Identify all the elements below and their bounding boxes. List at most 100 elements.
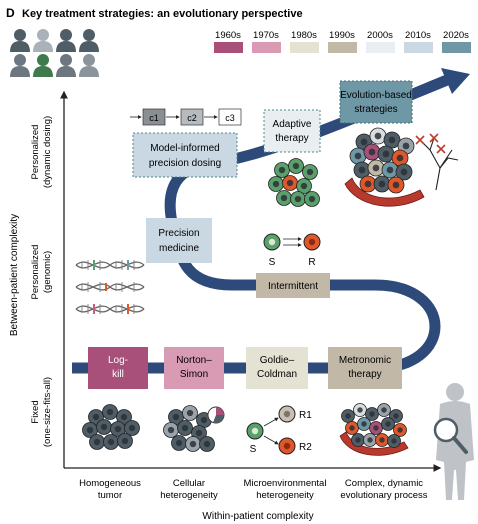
cell-nucleus (354, 152, 362, 160)
strategy-box (88, 347, 148, 389)
cell-nucleus (402, 142, 410, 150)
cell-nucleus (181, 424, 189, 432)
strategy-adaptive: Adaptive therapy (263, 109, 321, 153)
cell-nucleus (369, 411, 375, 417)
cell-nucleus (391, 438, 397, 444)
strategy-box (263, 109, 321, 153)
strategy-label: Precision (158, 228, 199, 239)
strategy-label: therapy (275, 133, 308, 144)
strategy-metronomic: Metronomic therapy (328, 347, 402, 389)
cell-nucleus (203, 440, 211, 448)
metronomic-tumor-cluster (339, 403, 409, 456)
cell-nucleus (367, 437, 373, 443)
strategy-box (246, 347, 308, 389)
cell-group (341, 403, 407, 448)
compartment-label: c1 (149, 113, 159, 123)
patient-magnifier-icon (433, 383, 474, 500)
cell-nucleus (368, 148, 376, 156)
legend-label: 1960s (215, 30, 241, 41)
cell-nucleus (92, 413, 100, 421)
patient-icon (10, 29, 30, 52)
strategy-label: therapy (348, 369, 381, 380)
magnifier-handle (452, 436, 468, 454)
strategy-label: kill (112, 369, 124, 380)
y-level-sublabel: (dynamic dosing) (42, 116, 53, 188)
cell-nucleus (128, 424, 136, 432)
compartment-model: c1 c2 c3 (130, 108, 242, 126)
blood-vessel (344, 177, 425, 207)
legend-label: 1990s (329, 30, 355, 41)
cell-nucleus (349, 425, 355, 431)
cell-nucleus (379, 437, 385, 443)
strategy-box (146, 218, 212, 263)
homogeneous-tumor-cluster (82, 404, 140, 450)
patient-icon (56, 29, 76, 52)
cell-nucleus (372, 164, 380, 172)
strategy-label: medicine (159, 243, 199, 254)
cell-nucleus (300, 182, 308, 190)
y-level-label: Personalized (30, 125, 41, 180)
strategy-label: Model-informed (150, 143, 219, 154)
resistant-1-label: R1 (299, 410, 312, 421)
compartment-box (142, 108, 166, 126)
x-level-label: Complex, dynamic (345, 478, 423, 489)
dna-helix-icons (75, 260, 145, 314)
panel-letter: D (6, 6, 15, 20)
strategy-box (328, 347, 402, 389)
cell-nucleus (186, 409, 194, 417)
resistant-2-label: R2 (299, 442, 312, 453)
cell-nucleus (355, 437, 361, 443)
pie-chart-icon (207, 406, 225, 424)
x-level-sublabel: heterogeneity (160, 490, 218, 501)
legend-swatch (366, 42, 395, 53)
arrow (263, 435, 279, 445)
cell-nucleus (306, 168, 314, 176)
resistant-label: R (308, 257, 315, 268)
strategy-label: Evolution-based (340, 90, 412, 101)
cell-nucleus (308, 195, 316, 203)
y-level-label: Personalized (30, 245, 41, 300)
strategy-box (164, 347, 224, 389)
dna-helix-icon (75, 282, 145, 292)
y-level-fixed: Fixed (one-size-fits-all) (30, 377, 53, 447)
path-arrowhead (441, 68, 470, 94)
strategy-precision-medicine: Precision medicine (146, 218, 212, 263)
cell-nucleus (373, 425, 379, 431)
cell-nucleus (397, 427, 403, 433)
magnifier-lens (433, 417, 459, 443)
cell-nucleus (385, 421, 391, 427)
strategy-label: Goldie– (260, 355, 295, 366)
cell-nucleus (364, 180, 372, 188)
cell-nucleus (381, 407, 387, 413)
strategy-model-informed: Model-informed precision dosing (132, 132, 238, 178)
dna-helix-icon (75, 304, 145, 314)
strategy-label: Coldman (257, 369, 297, 380)
cell-nucleus (378, 180, 386, 188)
strategy-intermittent: Intermittent (256, 273, 330, 298)
x-level-label: Homogeneous (79, 478, 141, 489)
cell-nucleus (121, 437, 129, 445)
cell-nucleus (175, 439, 183, 447)
cell-nucleus (361, 421, 367, 427)
cell-nucleus (286, 179, 294, 187)
legend-swatch (290, 42, 319, 53)
legend-label: 2020s (443, 30, 469, 41)
cell-nucleus (388, 136, 396, 144)
patient-icon (33, 29, 53, 52)
strategy-label: Simon (180, 369, 208, 380)
compartment-box (180, 108, 204, 126)
cell-nucleus (386, 166, 394, 174)
strategy-label: Adaptive (273, 119, 312, 130)
extinction-mark-icon (415, 133, 446, 154)
cell-nucleus (393, 413, 399, 419)
legend-swatch (404, 42, 433, 53)
strategy-label: strategies (354, 104, 397, 115)
legend-swatch (252, 42, 281, 53)
legend-label: 2010s (405, 30, 431, 41)
strategy-norton-simon: Norton– Simon (164, 347, 224, 389)
phylogenetic-tree-icon (419, 137, 459, 191)
compartment-label: c3 (225, 113, 235, 123)
cell-nucleus (120, 413, 128, 421)
y-level-label: Fixed (30, 400, 41, 423)
